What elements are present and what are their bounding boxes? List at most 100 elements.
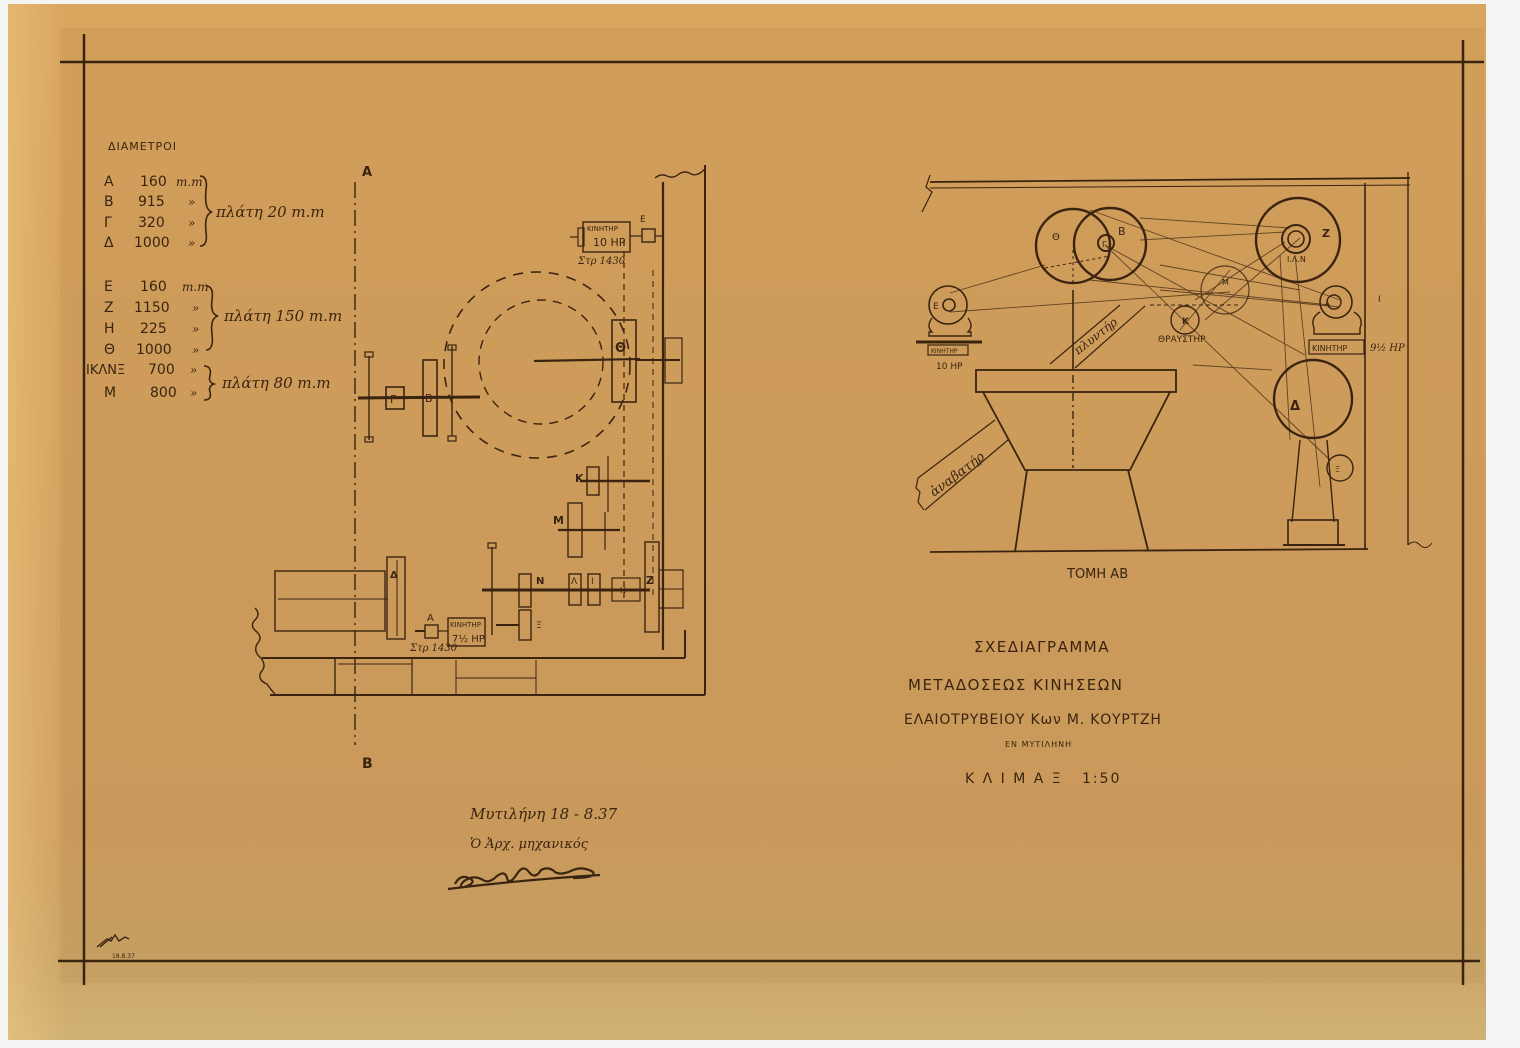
- pulley-d: [1272, 358, 1354, 440]
- motor-power: 10 ΗΡ: [593, 236, 626, 249]
- pulley-k: [1170, 305, 1200, 335]
- pulley-label: Α: [427, 613, 434, 624]
- legend-letter: Μ: [104, 385, 116, 401]
- pulley-label: Ζ: [1322, 227, 1330, 240]
- legend-group-3: ΙΚΛΝΞ 700 » Μ 800 » πλάτη 80 m.m: [86, 362, 331, 401]
- motor-right: Λ ΚΙΝΗΤΗΡ 9½ ΗΡ Ι: [1308, 285, 1405, 355]
- title-line-4: ΕΝ ΜΥΤΙΛΗΝΗ: [1005, 740, 1072, 749]
- pulley-label: Λ: [571, 577, 578, 587]
- legend-width-label: πλάτη 20 m.m: [215, 203, 325, 221]
- plan-view: Α Β ΚΙΝΗΤΗΡ 10 ΗΡ Στρ 1430 Ε: [251, 165, 706, 772]
- legend-value: 160: [140, 279, 167, 295]
- pulley-label: Ι: [591, 577, 594, 587]
- shaft: [357, 395, 481, 400]
- motor-title: ΚΙΝΗΤΗΡ: [450, 621, 481, 629]
- pedestal: [1287, 519, 1339, 546]
- pulley-m: [1200, 265, 1250, 315]
- title-line-3: ΕΛΑΙΟΤΡΥΒΕΙΟΥ Κων Μ. ΚΟΥΡΤΖΗ: [904, 712, 1162, 728]
- motor-rpm: Στρ 1430: [577, 256, 626, 267]
- pulley-label: Ζ: [646, 574, 654, 587]
- pulley-group-km: Κ Μ: [553, 456, 650, 558]
- legend-width-label: πλάτη 150 m.m: [223, 307, 342, 325]
- legend-unit: »: [190, 363, 197, 377]
- motor-left: Ε ΚΙΝΗΤΗΡ 10 ΗΡ: [916, 285, 982, 372]
- motor-title: ΚΙΝΗΤΗΡ: [587, 225, 618, 233]
- legend-unit: »: [192, 343, 199, 357]
- pulley-label: Κ: [1182, 317, 1190, 327]
- signature-block: Μυτιλήνη 18 - 8.37 Ὁ Ἀρχ. μηχανικός 18.8…: [96, 805, 618, 960]
- conveyor-label: πλυντήρ: [1070, 315, 1120, 358]
- pulley-label: Ξ: [536, 621, 542, 631]
- tank: [274, 570, 386, 632]
- legend-value: 700: [148, 362, 175, 378]
- legend-value: 800: [150, 385, 177, 401]
- pulley-label: Μ: [553, 514, 564, 527]
- legend-unit: m.m: [176, 175, 203, 189]
- legend-unit: »: [192, 322, 199, 336]
- legend-unit: »: [188, 195, 195, 209]
- legend-letter: Θ: [104, 342, 115, 358]
- motor-7-5hp: ΚΙΝΗΤΗΡ 7½ ΗΡ Α Στρ 1430: [409, 613, 486, 654]
- pulley-label: Ξ: [1335, 465, 1340, 474]
- pulley-g: [1097, 234, 1115, 252]
- title-line-2: ΜΕΤΑΔΟΣΕΩΣ ΚΙΝΗΣΕΩΝ: [908, 676, 1123, 694]
- legend-unit: »: [188, 236, 195, 250]
- motor-power: 10 ΗΡ: [936, 362, 963, 372]
- legend-value: 320: [138, 215, 165, 231]
- legend-brace: [205, 285, 219, 351]
- legend-unit: »: [188, 216, 195, 230]
- pulley-x: [1326, 454, 1354, 482]
- millstone-outer: [443, 271, 631, 459]
- legend-letter: Δ: [104, 235, 114, 251]
- pulley-group-bottom: Ν Λ Ι Η Ζ Ξ: [482, 541, 684, 641]
- mill-body: [975, 369, 1177, 553]
- legend-unit: »: [192, 301, 199, 315]
- pulley-a: [424, 624, 439, 639]
- legend-letter: Γ: [104, 215, 112, 231]
- pulley-label: Ν: [536, 576, 544, 587]
- section-marker-bottom: Β: [362, 756, 373, 772]
- legend-title: ΔΙΑΜΕΤΡΟΙ: [108, 140, 177, 153]
- legend-value: 225: [140, 321, 167, 337]
- legend-letter: ΙΚΛΝΞ: [86, 363, 125, 378]
- pulley-i: [587, 573, 601, 606]
- shaft: [533, 357, 641, 363]
- pulley-label: Λ: [1325, 300, 1330, 308]
- place-date: Μυτιλήνη 18 - 8.37: [469, 805, 618, 823]
- paper-tone-band: [60, 28, 1484, 983]
- title-block: ΣΧΕΔΙΑΓΡΑΜΜΑ ΜΕΤΑΔΟΣΕΩΣ ΚΙΝΗΣΕΩΝ ΕΛΑΙΟΤΡ…: [904, 638, 1162, 787]
- motor-title: ΚΙΝΗΤΗΡ: [1312, 344, 1348, 353]
- legend-group-1: Α 160 m.m Β 915 » Γ 320 » Δ 1000 » πλάτη…: [104, 174, 325, 251]
- pulley-z: [1254, 196, 1342, 284]
- title-line-1: ΣΧΕΔΙΑΓΡΑΜΜΑ: [974, 638, 1110, 656]
- pulley-g: [385, 386, 405, 410]
- legend-value: 915: [138, 194, 165, 210]
- pulley-label: Η: [620, 586, 626, 595]
- pulley-h: [611, 577, 641, 602]
- pulley-label: Θ: [1052, 232, 1060, 243]
- motor-title: ΚΙΝΗΤΗΡ: [931, 348, 958, 355]
- pulley-label: Γ: [1102, 240, 1107, 249]
- pulley-label: Ε: [640, 215, 646, 225]
- section-caption: ΤΟΜΗ ΑΒ: [1066, 567, 1128, 582]
- legend-group-2: Ε 160 m.m Ζ 1150 » Η 225 » Θ 1000 » πλάτ…: [104, 279, 342, 358]
- pulley-label: Κ: [575, 472, 584, 485]
- pulley-d: [386, 556, 406, 640]
- legend-brace: [199, 175, 213, 247]
- legend-value: 1000: [136, 342, 172, 358]
- legend-letter: Ζ: [104, 300, 114, 316]
- pulley-group-gb: Γ Β: [357, 344, 481, 443]
- pulley-n: [518, 573, 532, 608]
- pulley-b: [1072, 206, 1148, 282]
- belts: [949, 209, 1341, 488]
- legend-letter: Β: [104, 194, 114, 210]
- pulley-label: Β: [1118, 225, 1126, 238]
- section-marker-top: Α: [362, 165, 372, 180]
- signature: [447, 867, 601, 891]
- motor-power: 9½ ΗΡ: [1370, 343, 1405, 354]
- drawing-frame: [58, 34, 1484, 985]
- pulley-z: [644, 541, 660, 633]
- motor-body: [447, 617, 486, 647]
- pulley-b: [422, 359, 438, 437]
